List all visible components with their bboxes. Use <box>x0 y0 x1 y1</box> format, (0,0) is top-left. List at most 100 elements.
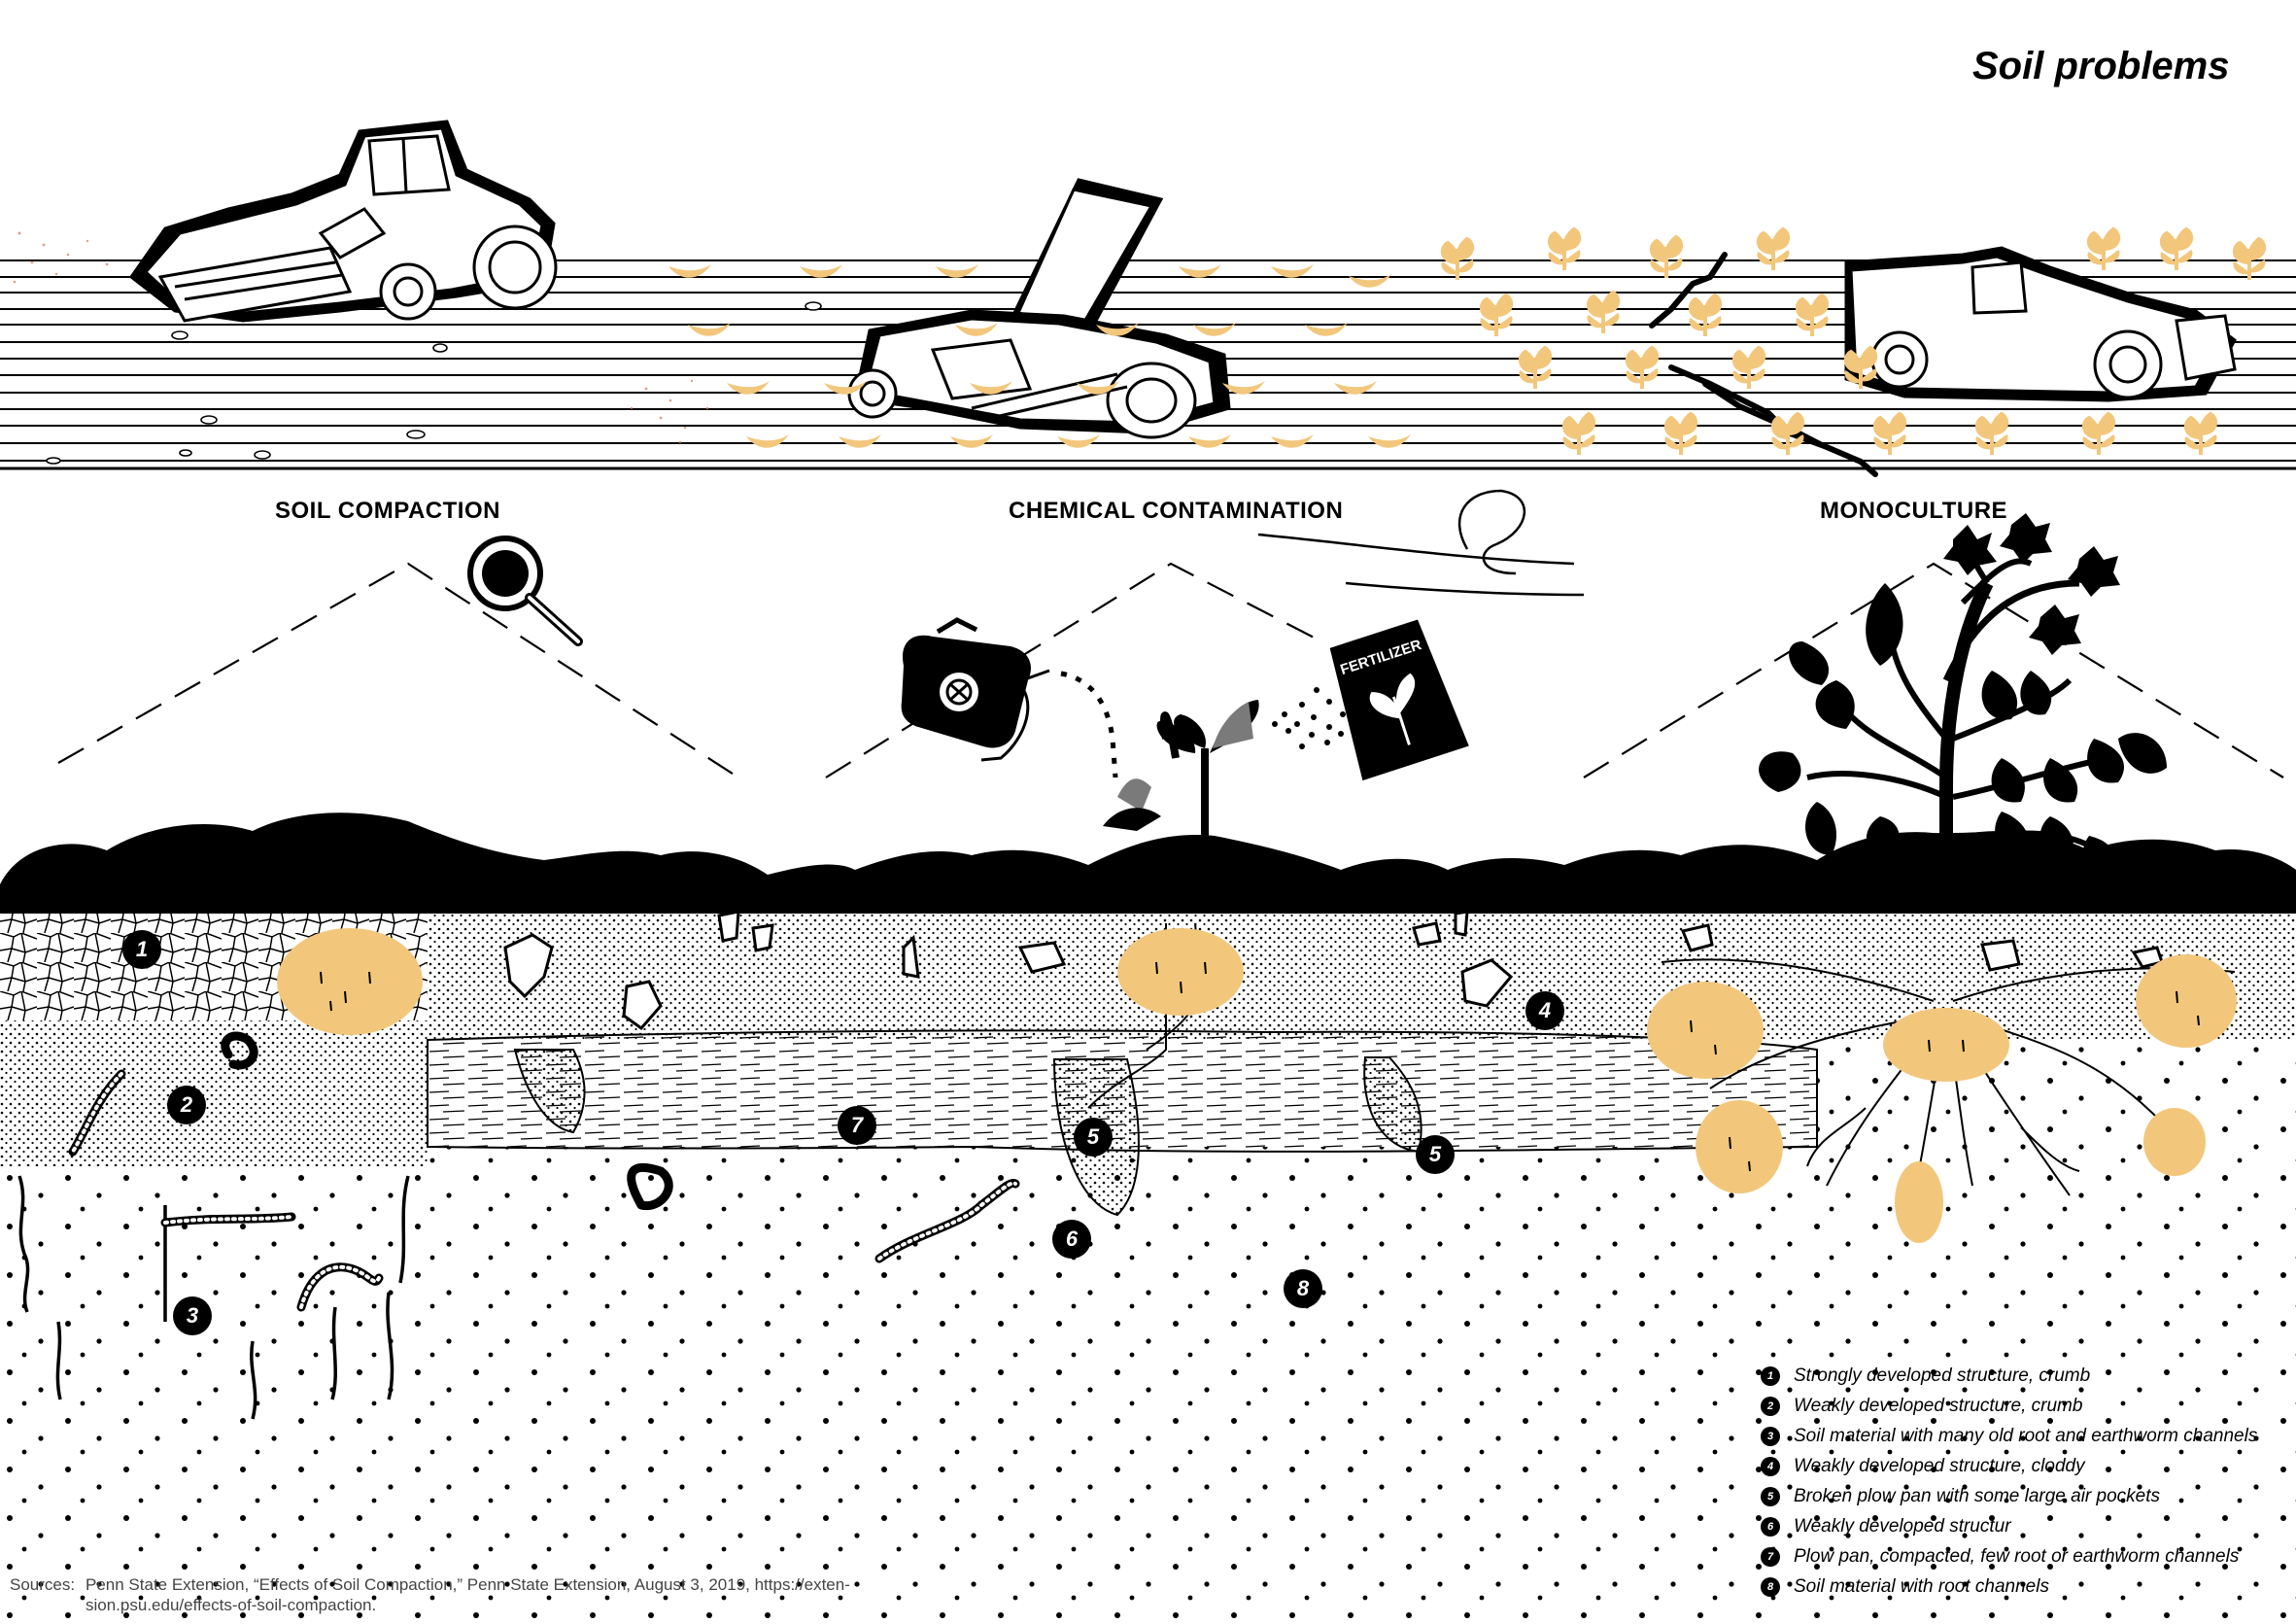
fertilizer-bag-icon: FERTILIZER <box>1329 619 1469 781</box>
sprout-plant <box>1547 226 1582 270</box>
potato-icon <box>277 928 2237 1243</box>
sprout-plant <box>1561 411 1596 455</box>
sprout-plant <box>2232 236 2267 280</box>
tractor-icon <box>128 120 558 323</box>
marker-badge-6: 6 <box>1052 1220 1091 1259</box>
wind-lines <box>1257 489 1585 597</box>
sprout-plant <box>1440 236 1475 280</box>
sprout-plant <box>2081 411 2116 455</box>
legend-number: 5 <box>1761 1486 1780 1506</box>
legend-text: Weakly developed structure, cloddy <box>1794 1455 2085 1476</box>
legend-item: 1 Strongly developed structure, crumb <box>1761 1361 2285 1391</box>
sprout-leaf <box>1334 381 1377 395</box>
marker-badge-5b: 5 <box>1416 1135 1455 1174</box>
sprout-leaf <box>688 323 731 336</box>
sources-line-2: sion.psu.edu/effects-of-soil-compaction. <box>86 1596 377 1614</box>
seedling-icon <box>1103 700 1259 836</box>
marker-badge-7: 7 <box>838 1106 876 1145</box>
sprout-leaf <box>1057 434 1100 448</box>
section-label-soil-compaction: SOIL COMPACTION <box>275 498 500 524</box>
legend-number: 3 <box>1761 1426 1780 1446</box>
harvester-icon <box>847 178 1231 439</box>
sprout-plant <box>2159 226 2194 270</box>
legend-number: 1 <box>1761 1365 1780 1386</box>
field-cracks <box>1649 252 1878 477</box>
legend-item: 3 Soil material with many old root and ea… <box>1761 1421 2285 1451</box>
combine-icon <box>1844 246 2237 402</box>
legend-item: 6 Weakly developed structur <box>1761 1511 2285 1541</box>
sprout-leaf <box>936 264 978 278</box>
legend-number: 6 <box>1761 1516 1780 1537</box>
sprout-leaf <box>950 434 993 448</box>
potato-eyes <box>320 961 2200 1172</box>
sprout-leaf <box>1188 434 1231 448</box>
sprout-plant <box>1586 290 1621 333</box>
dust-cloud <box>13 231 709 444</box>
sprout-plant <box>1479 293 1514 336</box>
sprout-leaf <box>746 434 789 448</box>
legend-item: 5 Broken plow pan with some large air poc… <box>1761 1481 2285 1511</box>
legend-text: Plow pan, compacted, few root or earthwo… <box>1794 1545 2240 1567</box>
sprout-leaf <box>800 264 842 278</box>
legend-number: 4 <box>1761 1456 1780 1476</box>
soil-surface <box>0 812 2296 914</box>
sprout-plant <box>1756 226 1791 270</box>
sprout-leaf <box>1271 434 1314 448</box>
sprout-leaf <box>955 323 998 336</box>
legend-number: 7 <box>1761 1546 1780 1567</box>
sprout-plant <box>2086 226 2121 270</box>
legend-text: Strongly developed structure, crumb <box>1794 1365 2091 1386</box>
page-title: Soil problems <box>1972 45 2230 87</box>
sprout-leaf <box>1096 323 1139 336</box>
marker-badge-5a: 5 <box>1074 1118 1113 1157</box>
sprout-plant <box>1518 345 1553 389</box>
sources-citation: Sources: Penn State Extension, “Effects o… <box>10 1574 923 1615</box>
sources-label: Sources: <box>10 1575 76 1594</box>
sprout-leaf <box>727 381 770 395</box>
sources-line-1: Penn State Extension, “Effects of Soil C… <box>86 1575 850 1594</box>
marker-badge-8: 8 <box>1284 1269 1322 1308</box>
earthworm-icon <box>71 1072 1017 1309</box>
legend-number: 8 <box>1761 1576 1780 1597</box>
legend-item: 7 Plow pan, compacted, few root or earthw… <box>1761 1541 2285 1572</box>
sprout-leaf <box>1368 434 1411 448</box>
legend-item: 4 Weakly developed structure, cloddy <box>1761 1451 2285 1481</box>
sprout-leaf <box>668 264 711 278</box>
sprout-plant <box>1795 293 1830 336</box>
sprout-leaf <box>1077 381 1119 395</box>
sprout-leaf <box>1305 323 1348 336</box>
potato-plant-icon <box>1759 513 2167 1011</box>
field-stones <box>46 301 822 465</box>
sprout-plant <box>1872 411 1907 455</box>
sprout-leaf <box>1349 274 1391 288</box>
sprout-plant <box>1688 293 1723 336</box>
sprout-plant <box>1974 411 2009 455</box>
sprout-leaf <box>970 381 1012 395</box>
sprout-leaf <box>824 381 867 395</box>
marker-badge-3: 3 <box>173 1296 212 1335</box>
sprout-leaf <box>1179 264 1221 278</box>
sprout-field <box>668 226 2267 455</box>
fertilizer-granules <box>1272 687 1358 749</box>
sprayer-icon <box>901 617 1118 778</box>
sprout-plant <box>1770 411 1805 455</box>
sprout-plant <box>2183 411 2218 455</box>
sprout-plant <box>1843 345 1878 389</box>
sprout-plant <box>1663 411 1698 455</box>
legend-text: Soil material with many old root and ear… <box>1794 1425 2258 1446</box>
sprout-plant <box>1625 345 1660 389</box>
sprout-plant <box>1731 345 1766 389</box>
sprout-leaf <box>839 434 881 448</box>
legend-text: Weakly developed structur <box>1794 1515 2011 1537</box>
section-label-chemical-contamination: CHEMICAL CONTAMINATION <box>1009 498 1344 524</box>
legend-number: 2 <box>1761 1396 1780 1416</box>
marker-badge-4: 4 <box>1525 991 1564 1030</box>
marker-badge-1: 1 <box>122 930 161 969</box>
marker-badge-2: 2 <box>167 1086 206 1124</box>
legend-text: Broken plow pan with some large air pock… <box>1794 1485 2161 1506</box>
